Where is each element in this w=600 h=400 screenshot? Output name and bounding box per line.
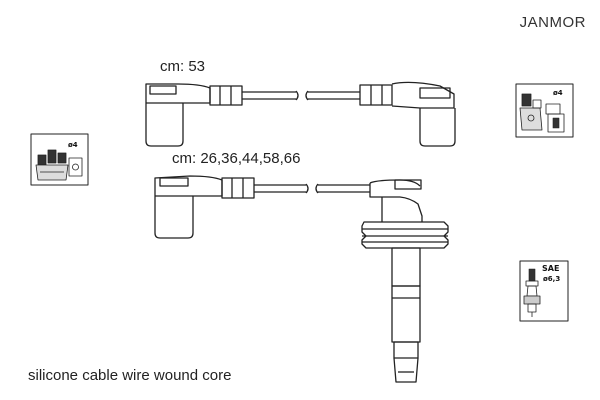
wire-segment-right: [305, 90, 360, 101]
brand-name: JANMOR: [519, 14, 586, 31]
distributor-cap-icon-left: ø4: [30, 133, 89, 186]
ignition-lead-bottom: [154, 175, 449, 383]
distributor-right-diameter: ø4: [553, 89, 563, 97]
right-angled-boot: [359, 81, 456, 147]
wire-segment-lower-left: [254, 183, 309, 194]
straight-plug-boot: [361, 179, 449, 383]
spark-plug-icon: SAE ø6,3: [519, 260, 569, 322]
left-angled-boot-lower: [154, 175, 255, 239]
distributor-left-diameter: ø4: [68, 141, 78, 149]
ignition-lead-top: [145, 81, 456, 147]
distributor-cap-icon-right: ø4: [515, 83, 574, 138]
left-angled-boot: [145, 83, 243, 147]
cable-length-label-2: cm: 26,36,44,58,66: [172, 150, 301, 167]
cable-length-label-1: cm: 53: [160, 58, 206, 75]
spark-plug-standard: SAE: [542, 264, 559, 273]
cable-description: silicone cable wire wound core: [28, 367, 232, 384]
wire-segment-left: [242, 90, 299, 101]
spark-plug-terminal-size: ø6,3: [543, 275, 560, 283]
wire-segment-lower-right: [315, 183, 370, 194]
